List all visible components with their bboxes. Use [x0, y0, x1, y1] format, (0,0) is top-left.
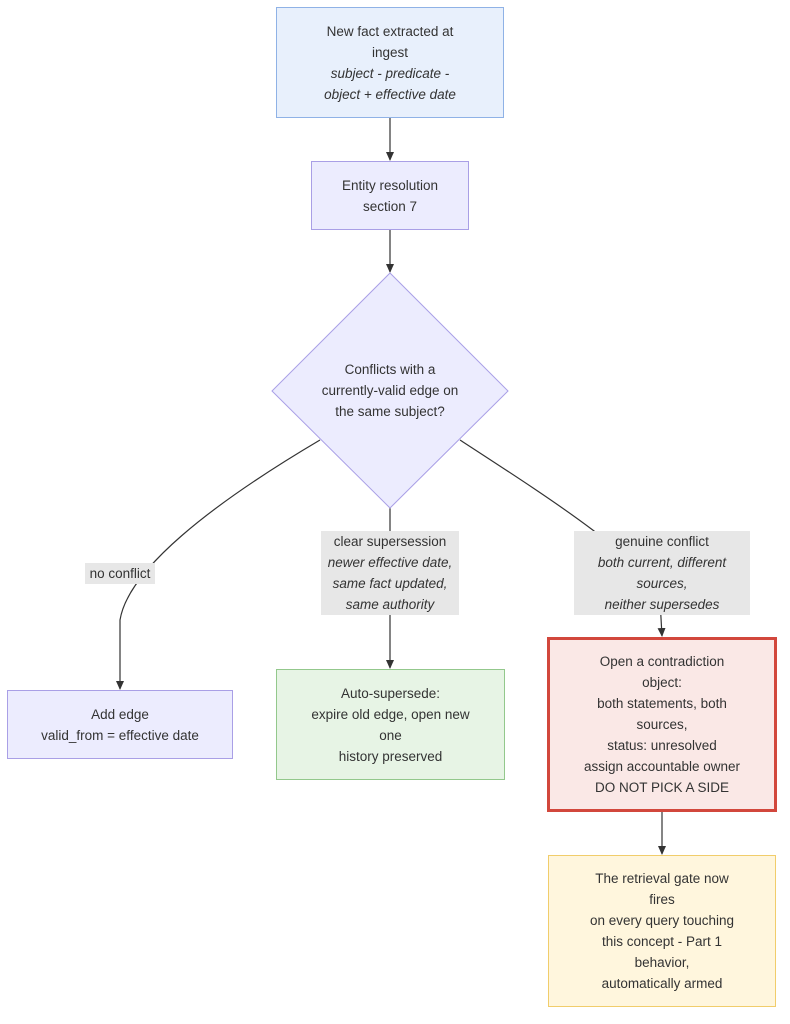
node-entity-resolution: Entity resolution section 7 — [311, 161, 469, 230]
edge-decision-to-add-edge — [116, 439, 321, 690]
node-retrieval-line-2: fires — [649, 892, 675, 907]
edge-label-supersession: clear supersession newer effective date,… — [321, 531, 459, 615]
node-auto-supersede: Auto-supersede: expire old edge, open ne… — [276, 669, 505, 780]
node-auto-supersede-line-2: expire old edge, open new — [311, 706, 470, 722]
node-add-edge: Add edge valid_from = effective date — [7, 690, 233, 759]
node-new-fact-line-4: object + effective date — [324, 86, 456, 102]
node-entity-resolution-line-2: section 7 — [362, 198, 418, 214]
node-contradiction-object: Open a contradiction object: both statem… — [547, 637, 777, 812]
node-contradiction-line-4: sources, — [636, 717, 688, 732]
edge-label-genuine-line-3: sources, — [636, 576, 688, 591]
node-contradiction-line-5: status: unresolved — [607, 738, 717, 753]
edge-label-supersession-line-4: same authority — [345, 597, 435, 612]
node-new-fact-line-3: subject - predicate - — [330, 65, 450, 81]
edge-label-genuine-conflict: genuine conflict both current, different… — [574, 531, 750, 615]
decision-line-3: the same subject? — [335, 404, 445, 419]
node-contradiction-line-6: assign accountable owner — [583, 759, 741, 774]
node-retrieval-line-6: automatically armed — [601, 976, 723, 991]
node-new-fact-line-1: New fact extracted at — [326, 23, 454, 39]
node-entity-resolution-line-1: Entity resolution — [341, 177, 439, 193]
decision-diamond — [271, 272, 509, 509]
edge-label-supersession-line-2: newer effective date, — [327, 555, 453, 570]
edge-label-no-conflict: no conflict — [85, 563, 155, 584]
node-retrieval-gate: The retrieval gate now fires on every qu… — [548, 855, 776, 1007]
node-new-fact-line-2: ingest — [371, 44, 409, 60]
decision-line-1: Conflicts with a — [344, 362, 436, 377]
node-retrieval-line-3: on every query touching — [589, 913, 735, 928]
node-retrieval-line-1: The retrieval gate now — [595, 871, 729, 886]
edge-label-supersession-line-3: same fact updated, — [332, 576, 448, 591]
edge-label-supersession-line-1: clear supersession — [333, 534, 447, 549]
node-add-edge-line-2: valid_from = effective date — [41, 727, 199, 743]
node-contradiction-line-2: object: — [642, 675, 682, 690]
decision-label: Conflicts with a currently-valid edge on… — [290, 359, 490, 422]
edge-label-genuine-line-4: neither supersedes — [604, 597, 720, 612]
node-retrieval-line-4: this concept - Part 1 — [601, 934, 723, 949]
decision-line-2: currently-valid edge on — [321, 383, 459, 398]
node-auto-supersede-line-1: Auto-supersede: — [340, 685, 441, 701]
node-new-fact: New fact extracted at ingest subject - p… — [276, 7, 504, 118]
node-contradiction-line-7: DO NOT PICK A SIDE — [594, 780, 730, 795]
node-auto-supersede-line-3: one — [379, 727, 402, 743]
node-auto-supersede-line-4: history preserved — [338, 748, 443, 764]
node-retrieval-line-5: behavior, — [634, 955, 690, 970]
edge-label-genuine-line-1: genuine conflict — [615, 534, 709, 549]
edge-label-genuine-line-2: both current, different — [597, 555, 727, 570]
node-add-edge-line-1: Add edge — [91, 706, 149, 722]
node-contradiction-line-3: both statements, both — [597, 696, 727, 711]
node-contradiction-line-1: Open a contradiction — [599, 654, 725, 669]
edge-label-no-conflict-line-1: no conflict — [89, 566, 151, 581]
